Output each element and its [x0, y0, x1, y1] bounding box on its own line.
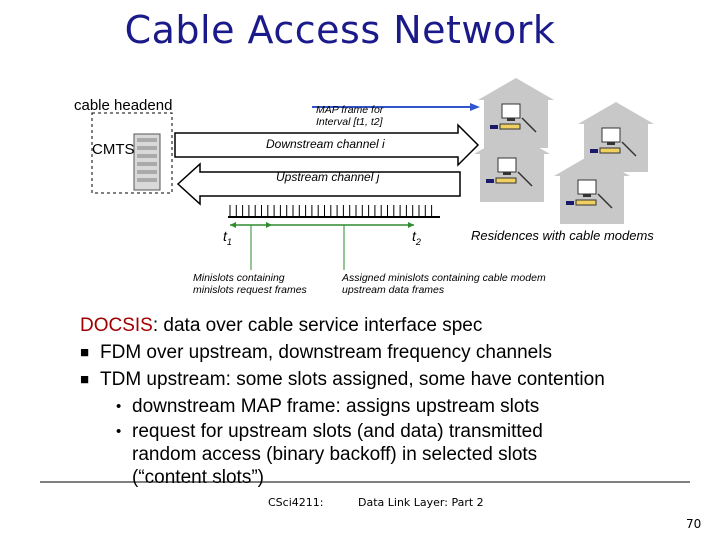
page-title: Cable Access Network	[124, 8, 556, 52]
docsis-definition: : data over cable service interface spec	[152, 315, 483, 336]
house-icon	[578, 102, 654, 172]
residences-label: Residences with cable modems	[471, 228, 654, 243]
downstream-arrow	[174, 123, 480, 167]
map-frame-label-line1: MAP frame for	[316, 104, 384, 116]
map-frame-label-line2: Interval [t1, t2]	[316, 116, 383, 128]
assigned-minislots-line2: upstream data frames	[342, 284, 445, 296]
upstream-label: Upstream channel j	[276, 170, 380, 184]
sub-bullet-item: • downstream MAP frame: assigns upstream …	[80, 393, 700, 420]
bullet-item: ■ TDM upstream: some slots assigned, some…	[80, 366, 700, 393]
downstream-label: Downstream channel i	[266, 137, 385, 151]
docsis-line: DOCSIS: data over cable service interfac…	[80, 312, 700, 339]
sub-bullet-continuation: random access (binary backoff) in select…	[132, 444, 538, 465]
bullet-list: DOCSIS: data over cable service interfac…	[80, 312, 700, 489]
sub-bullet-item: • request for upstream slots (and data) t…	[80, 420, 700, 443]
sub-bullet-continuation: (“content slots”)	[132, 467, 264, 488]
dot-bullet-icon: •	[116, 398, 122, 415]
bullet-item: ■ FDM over upstream, downstream frequency…	[80, 339, 700, 366]
cmts-label: CMTS	[92, 141, 135, 158]
house-icon	[474, 132, 550, 202]
map-frame-label: MAP frame for Interval [t1, t2]	[316, 104, 383, 128]
map-frame-arrow	[312, 103, 480, 111]
headend-label: cable headend	[74, 97, 173, 114]
t1-letter: t	[223, 228, 227, 244]
sub-bullet-text: request for upstream slots (and data) tr…	[132, 421, 543, 442]
headend-box	[91, 112, 173, 194]
assigned-slots-bracket	[272, 222, 414, 270]
t2-subscript: 2	[415, 236, 421, 247]
t2-letter: t	[412, 228, 416, 244]
assigned-minislots-line1: Assigned minislots containing cable mode…	[342, 272, 546, 284]
minislots-request-label: Minislots containing minislots request f…	[193, 272, 307, 296]
cmts-server-icon	[133, 133, 161, 191]
bullet-text: FDM over upstream, downstream frequency …	[100, 342, 552, 363]
bullet-text: TDM upstream: some slots assigned, some …	[100, 369, 605, 390]
square-bullet-icon: ■	[80, 371, 90, 388]
minislots-request-line1: Minislots containing	[193, 272, 285, 284]
t1-subscript: 1	[226, 236, 232, 247]
page-number: 70	[686, 517, 702, 531]
contention-slots-bracket	[230, 222, 272, 270]
time-axis	[228, 205, 440, 218]
footer-course: CSci4211:	[268, 496, 324, 509]
upstream-arrow	[176, 162, 461, 206]
sub-bullet-text: downstream MAP frame: assigns upstream s…	[132, 396, 540, 417]
house-icon	[554, 154, 630, 224]
square-bullet-icon: ■	[80, 344, 90, 361]
t2-label: t2	[412, 228, 421, 247]
minislots-request-line2: minislots request frames	[193, 284, 307, 296]
dot-bullet-icon: •	[116, 423, 122, 440]
footer-topic: Data Link Layer: Part 2	[358, 496, 484, 509]
docsis-term: DOCSIS	[80, 315, 153, 336]
t1-label: t1	[223, 228, 232, 247]
assigned-minislots-label: Assigned minislots containing cable mode…	[342, 272, 546, 296]
